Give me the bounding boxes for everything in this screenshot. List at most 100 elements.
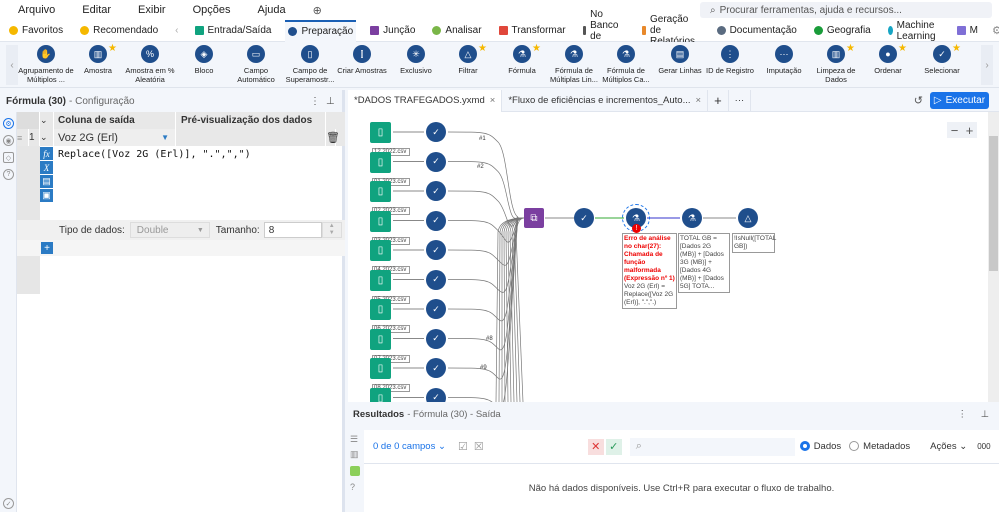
add-expression-button[interactable]: + [41, 242, 53, 254]
workflow-canvas[interactable]: −+ ▯✓12.2022.csv▯✓01.2023.csv▯✓02.2023.c… [348, 112, 999, 402]
select-tool[interactable]: ✓ [426, 358, 446, 378]
pin-icon[interactable]: ⊥ [980, 408, 989, 420]
list-icon[interactable]: ☰ [350, 434, 359, 444]
variable-icon[interactable]: X [40, 161, 53, 174]
input-data-tool[interactable]: ▯ [370, 240, 391, 261]
select-tool[interactable]: ✓ [426, 299, 446, 319]
select-tool[interactable]: ✓ [426, 269, 446, 290]
category-tab-3[interactable]: Preparação [285, 19, 357, 42]
target-icon[interactable]: ◉ [3, 135, 14, 146]
category-tab-9[interactable]: Documentação [714, 20, 800, 42]
category-tab-4[interactable]: Junção [367, 20, 418, 42]
input-data-tool[interactable]: ▯ [370, 210, 391, 232]
close-icon[interactable]: × [489, 95, 496, 106]
settings-icon[interactable]: ⚙ [3, 118, 14, 129]
more-tabs-button[interactable]: ··· [729, 89, 752, 112]
save-icon[interactable]: ▣ [40, 189, 53, 202]
input-data-tool[interactable]: ▯ [370, 269, 391, 291]
tool-3[interactable]: ◈Bloco [174, 45, 234, 75]
tool-0[interactable]: ✋Agrupamento de Múltiplos ... [16, 45, 76, 84]
menu-ajuda[interactable]: Ajuda [257, 4, 286, 16]
tool-17[interactable]: ✓Selecionar★ [924, 43, 961, 75]
reject-button[interactable]: ✕ [587, 438, 604, 455]
zoom-in-button[interactable]: + [965, 122, 974, 138]
globe-icon[interactable]: ⊕ [312, 4, 322, 17]
zoom-out-button[interactable]: − [950, 122, 959, 138]
input-data-tool[interactable]: ▯ [370, 328, 391, 350]
menu-opcoes[interactable]: Opções [192, 4, 231, 16]
input-data-tool[interactable]: ▯ [370, 122, 391, 143]
fields-selector[interactable]: 0 de 0 campos ⌄ [373, 441, 446, 452]
scroll-right-button[interactable]: › [981, 45, 993, 85]
collapse-row-icon[interactable]: ⌄ [40, 129, 54, 146]
formula-tool[interactable]: ⚗ [682, 208, 702, 228]
tool-5[interactable]: ▯Campo de Superamostr... [280, 45, 340, 84]
tab-dados-trafegados[interactable]: *DADOS TRAFEGADOS.yxmd× [348, 89, 503, 112]
scroll-left-button[interactable]: ‹ [6, 45, 18, 85]
input-data-tool[interactable]: ▯ [370, 358, 391, 379]
input-data-tool[interactable]: ▯ [370, 299, 391, 320]
more-button[interactable]: 000 [977, 442, 991, 451]
category-tab-2[interactable]: Entrada/Saída [192, 20, 275, 42]
input-data-tool[interactable]: ▯ [370, 181, 391, 202]
run-button[interactable]: ▷Executar [930, 92, 989, 109]
expression-editor[interactable]: fx X ▤ ▣ Replace([Voz 2G (Erl)], ".",","… [40, 147, 345, 213]
tool-8[interactable]: △Filtrar★ [458, 43, 487, 75]
more-options-icon[interactable]: ⋮ [310, 96, 320, 107]
select-tool[interactable]: ✓ [574, 208, 594, 228]
pin-icon[interactable]: ⊥ [326, 96, 335, 107]
more-options-icon[interactable]: ⋮ [957, 408, 968, 420]
select-tool[interactable]: ✓ [426, 181, 446, 201]
data-type-select[interactable]: Double ▼ [129, 222, 210, 238]
category-tab-0[interactable]: Favoritos [6, 20, 66, 42]
help-icon[interactable]: ? [350, 482, 356, 492]
search-input[interactable]: ⌕ Procurar ferramentas, ajuda e recursos… [700, 2, 992, 18]
tool-2[interactable]: %Amostra em % Aleatória [120, 45, 180, 84]
tool-14[interactable]: ⋯Imputação [754, 45, 814, 75]
select-tool[interactable]: ✓ [426, 387, 446, 402]
tool-1[interactable]: ▥Amostra★ [84, 43, 117, 75]
output-column-select[interactable]: Voz 2G (Erl) ▼ [54, 129, 176, 146]
menu-editar[interactable]: Editar [82, 4, 112, 16]
open-folder-icon[interactable]: ▤ [40, 175, 53, 188]
delete-icon[interactable]: 🗑 [326, 129, 340, 146]
history-icon[interactable]: ↺ [913, 95, 923, 107]
scroll-thumb[interactable] [989, 136, 998, 271]
table-icon[interactable]: ▥ [350, 449, 359, 459]
select-tool[interactable]: ✓ [426, 328, 446, 349]
tool-12[interactable]: ▤Gerar Linhas [650, 45, 710, 75]
new-tab-button[interactable]: + [708, 89, 729, 112]
check-all-icon[interactable]: ☑ [457, 441, 468, 453]
category-tab-6[interactable]: Transformar [496, 20, 569, 42]
uncheck-all-icon[interactable]: ☒ [473, 441, 484, 453]
tool-13[interactable]: ⋮ID de Registro [700, 45, 760, 75]
join-multiple-tool[interactable]: ⧉ [524, 208, 544, 228]
tool-15[interactable]: ▥Limpeza de Dados★ [816, 43, 856, 84]
collapse-all-icon[interactable]: ⌄ [40, 112, 54, 129]
size-stepper[interactable]: ▲▼ [321, 222, 342, 238]
category-tab-5[interactable]: Analisar [429, 20, 484, 42]
input-data-tool[interactable]: ▯ [370, 151, 391, 173]
vertical-scrollbar[interactable] [988, 112, 999, 402]
tool-10[interactable]: ⚗Fórmula de Múltiplas Lin... [544, 45, 604, 84]
expression-text[interactable]: Replace([Voz 2G (Erl)], ".",",") [58, 149, 251, 160]
radio-metadata[interactable]: Metadados [849, 441, 910, 452]
function-icon[interactable]: fx [40, 147, 53, 160]
category-tab-11[interactable]: Machine Learning [885, 20, 943, 42]
radio-data[interactable]: Dados [799, 441, 841, 452]
category-tab-12[interactable]: M [954, 20, 981, 42]
formula-tool-error[interactable]: ⚗ [622, 204, 650, 232]
tool-6[interactable]: ⫿Criar Amostras [332, 45, 392, 75]
tab-fluxo-eficiencias[interactable]: *Fluxo de eficiências e incrementos_Auto… [502, 89, 709, 112]
tool-16[interactable]: ●Ordenar★ [874, 43, 907, 75]
check-circle-icon[interactable]: ✓ [3, 498, 14, 509]
actions-menu[interactable]: Ações ⌄ [930, 441, 968, 452]
output-anchor-icon[interactable] [350, 466, 360, 476]
select-tool[interactable]: ✓ [426, 210, 446, 231]
help-icon[interactable]: ? [3, 169, 14, 180]
menu-arquivo[interactable]: Arquivo [18, 4, 56, 16]
menu-exibir[interactable]: Exibir [138, 4, 166, 16]
size-input[interactable]: 8 [263, 222, 322, 238]
category-tab-10[interactable]: Geografia [811, 20, 874, 42]
category-tab-7[interactable]: No Banco de Dados [580, 9, 628, 53]
